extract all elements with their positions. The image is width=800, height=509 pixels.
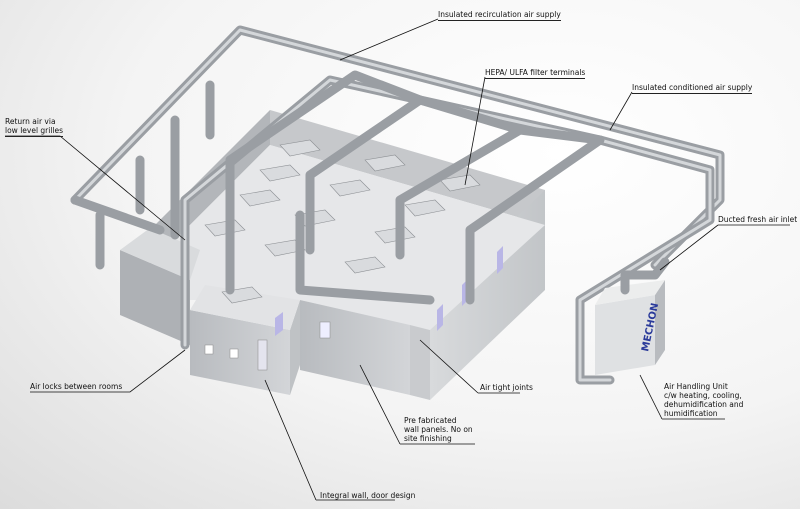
label-return-air: Return air via low level grilles [5,117,64,137]
window [204,344,214,355]
label-conditioned-air-supply: Insulated conditioned air supply [632,83,753,94]
ahu-top [595,280,665,305]
label-air-locks: Air locks between rooms [30,382,123,391]
label-air-tight-joints: Air tight joints [480,383,533,392]
cleanroom-floor [150,145,545,330]
label-panels-line3: site finishing [404,434,452,443]
window [497,246,503,274]
window [229,348,239,359]
prefab-room-side [410,325,430,400]
window [437,304,443,331]
label-recirculation-air-supply: Insulated recirculation air supply [438,10,561,21]
back-wall-right [270,110,545,225]
ahu-side [655,280,665,365]
airlock-front [190,310,290,395]
conditioned-duct [180,70,715,385]
label-ahu-line4: humidification [664,409,718,418]
airlock-side [290,300,300,395]
window [319,321,331,339]
label-prefab-wall-panels: Pre fabricated wall panels. No on site f… [404,416,473,443]
label-panels-line1: Pre fabricated [404,416,457,425]
label-ahu-line3: dehumidification and [664,400,744,409]
fresh-air-inlet-duct [620,257,670,295]
window [275,312,283,336]
left-room-front [120,250,190,345]
label-air-handling-unit: Air Handling Unit c/w heating, cooling, … [664,382,743,418]
label-return-air-line2: low level grilles [5,126,64,137]
label-panels-line2: wall panels. No on [404,425,473,434]
airlock-top [190,285,300,330]
label-ahu-line1: Air Handling Unit [664,382,728,391]
label-ahu-line2: c/w heating, cooling, [664,391,742,400]
door [257,339,268,371]
label-integral-wall-door: Integral wall, door design [320,491,416,500]
left-room-top [120,228,200,280]
label-return-air-line1: Return air via [5,117,56,126]
label-hepa-filter-terminals: HEPA/ ULFA filter terminals [485,68,586,79]
ahu-front [595,295,655,375]
label-fresh-air-inlet: Ducted fresh air inlet [718,215,798,224]
hepa-filter-terminals [204,139,481,304]
recirculation-duct [70,25,725,270]
